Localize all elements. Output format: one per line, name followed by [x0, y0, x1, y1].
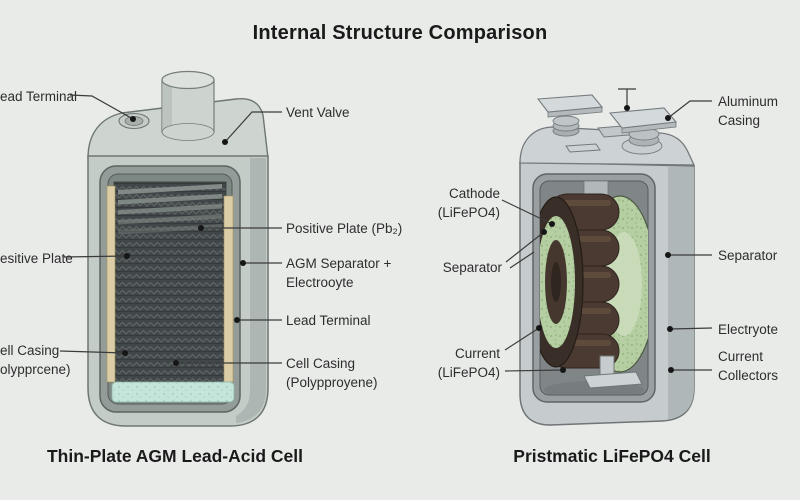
label-current-left: Current (LiFePO4)	[408, 344, 500, 382]
vent-valve-shape	[161, 70, 215, 141]
electrolyte-pool	[111, 381, 235, 403]
roll-cut-face	[540, 196, 584, 368]
bottom-bracket	[583, 355, 643, 389]
lifepo4-cell-drawing	[519, 88, 696, 426]
leader-lines	[59, 94, 713, 373]
label-line: Casing	[718, 113, 761, 129]
label-positive-plate-left: esitive Plate	[0, 251, 73, 266]
agm-separator-strips	[106, 185, 234, 383]
label-line: (LiFePO4)	[437, 205, 500, 221]
label-lead-terminal: Lead Terminal	[286, 313, 371, 328]
label-line: Aluminum	[718, 94, 779, 109]
label-current-collectors: Current Collectors	[718, 347, 778, 385]
label-separator-left: Separator	[442, 260, 502, 275]
label-line: ell Casing	[0, 343, 60, 358]
label-line: Current	[454, 346, 500, 361]
label-separator-right: Separator	[718, 248, 778, 263]
label-cell-casing-left: ell Casing olypprcene)	[0, 341, 71, 379]
page-title: Internal Structure Comparison	[252, 22, 548, 44]
caption-lifepo4-cell: Pristmatic LiFePO4 Cell	[513, 446, 711, 466]
plate-stack	[113, 181, 227, 383]
agm-case-side-shade	[236, 158, 266, 423]
label-lead-terminal-left: ead Terminal	[0, 89, 78, 104]
terminal-tabs	[536, 94, 678, 155]
lifepo4-case-side-shade	[668, 167, 694, 419]
label-line: olypprcene)	[0, 362, 71, 378]
label-agm-separator: AGM Separator + Electrooyte	[286, 254, 391, 292]
label-line: (LiFePO4)	[437, 365, 500, 381]
label-line: Collectors	[718, 368, 779, 384]
label-cell-casing: Cell Casing (Polypproyene)	[286, 354, 378, 392]
label-line: Cell Casing	[286, 356, 356, 371]
label-aluminum-casing: Aluminum Casing	[718, 92, 778, 130]
top-tick-leader	[618, 88, 636, 111]
label-line: Cathode	[448, 186, 500, 201]
agm-cell-drawing	[87, 70, 269, 427]
label-vent-valve: Vent Valve	[286, 105, 350, 120]
label-line: (Polypproyene)	[286, 375, 378, 391]
label-cathode: Cathode (LiFePO4)	[408, 184, 500, 222]
label-positive-plate: Positive Plate (Pb₂)	[286, 221, 403, 236]
label-electrolyte: Electryote	[718, 322, 779, 337]
label-line: Current	[718, 349, 764, 364]
label-line: Electrooyte	[286, 275, 354, 291]
caption-agm-cell: Thin-Plate AGM Lead-Acid Cell	[46, 446, 304, 466]
jelly-roll	[540, 181, 648, 395]
label-line: AGM Separator +	[286, 256, 392, 271]
